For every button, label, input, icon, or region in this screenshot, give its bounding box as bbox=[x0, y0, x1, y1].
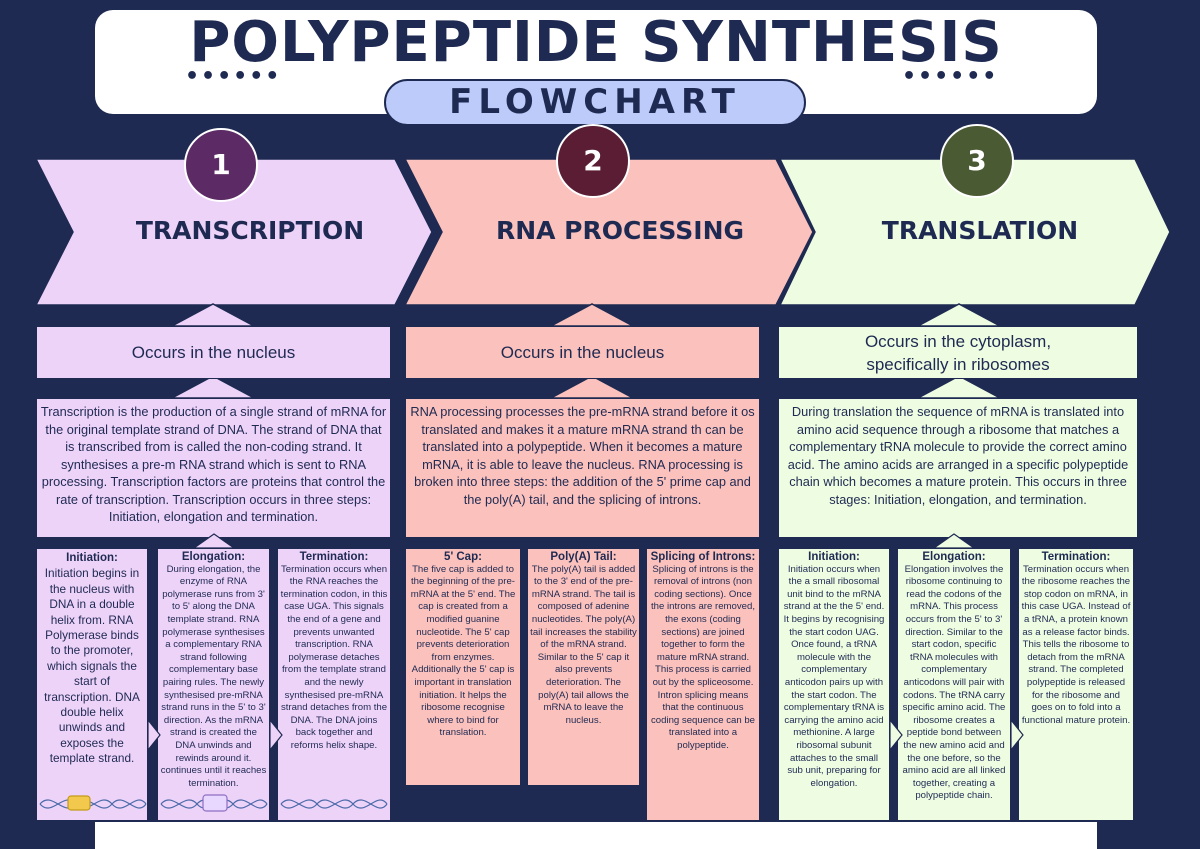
step-box-translation-termination: Termination: Termination occurs when the… bbox=[1018, 548, 1134, 821]
step-title: Elongation: bbox=[922, 551, 986, 563]
step-box-translation-initiation: Initiation: Initiation occurs when the a… bbox=[778, 548, 890, 821]
step-title: Elongation: bbox=[181, 551, 246, 563]
location-text: Occurs in the cytoplasm, specifically in… bbox=[864, 331, 1052, 374]
dna-illustrations bbox=[39, 794, 388, 812]
dna-helix-icon bbox=[280, 799, 388, 809]
stage-title-transcription: TRANSCRIPTION bbox=[135, 216, 365, 245]
page-title: POLYPEPTIDE SYNTHESIS bbox=[189, 10, 1003, 75]
step-title: Poly(A) Tail: bbox=[550, 551, 617, 563]
stage-arrows bbox=[34, 158, 1171, 306]
step-connectors bbox=[147, 533, 1024, 752]
step-title: Termination: bbox=[1041, 551, 1111, 563]
stage-number-3: 3 bbox=[940, 124, 1014, 198]
step-box-transcription-elongation: Elongation: During elongation, the enzym… bbox=[157, 548, 270, 821]
stage-number-1: 1 bbox=[184, 128, 258, 202]
description-box-transcription: Transcription is the production of a sin… bbox=[36, 398, 391, 538]
step-text: Elongation involves the ribosome continu… bbox=[902, 563, 1006, 802]
dna-helix-icon bbox=[39, 795, 147, 811]
step-box-splicing-of-introns: Splicing of Introns: Splicing of introns… bbox=[646, 548, 760, 821]
step-box-transcription-initiation: Initiation: Initiation begins in the nuc… bbox=[36, 548, 148, 821]
subtitle-pill: FLOWCHART bbox=[384, 79, 806, 126]
stage-number-2: 2 bbox=[556, 124, 630, 198]
decorative-dots-left: •••••• bbox=[185, 64, 282, 89]
step-title: Initiation: bbox=[66, 552, 118, 564]
arrow-rna-processing bbox=[403, 158, 814, 306]
location-text: Occurs in the nucleus bbox=[131, 343, 296, 362]
arrow-transcription bbox=[34, 158, 433, 306]
location-box-transcription: Occurs in the nucleus bbox=[36, 326, 391, 379]
step-text: Initiation begins in the nucleus with DN… bbox=[44, 566, 140, 766]
step-box-five-prime-cap: 5' Cap: The five cap is added to the beg… bbox=[405, 548, 521, 786]
connector-triangles bbox=[171, 303, 1001, 399]
decorative-dots-right: •••••• bbox=[902, 64, 999, 89]
step-box-poly-a-tail: Poly(A) Tail: The poly(A) tail is added … bbox=[527, 548, 640, 786]
footer-strip bbox=[95, 822, 1097, 849]
step-text: Termination occurs when the RNA reaches … bbox=[280, 563, 388, 751]
location-box-rna-processing: Occurs in the nucleus bbox=[405, 326, 760, 379]
step-text: The five cap is added to the beginning o… bbox=[410, 563, 516, 739]
stage-title-translation: TRANSLATION bbox=[881, 216, 1079, 245]
description-box-translation: During translation the sequence of mRNA … bbox=[778, 398, 1138, 538]
step-text: During elongation, the enzyme of RNA pol… bbox=[160, 563, 267, 789]
dna-helix-icon bbox=[160, 794, 268, 812]
step-text: Initiation occurs when the a small ribos… bbox=[783, 563, 885, 789]
arrow-translation bbox=[778, 158, 1171, 306]
step-box-transcription-termination: Termination: Termination occurs when the… bbox=[277, 548, 391, 821]
step-text: Termination occurs when the ribosome rea… bbox=[1021, 563, 1131, 726]
location-text: Occurs in the nucleus bbox=[500, 343, 665, 362]
step-text: The poly(A) tail is added to the 3' end … bbox=[530, 563, 637, 726]
step-title: Initiation: bbox=[808, 551, 860, 563]
stage-title-rna-processing: RNA PROCESSING bbox=[495, 216, 745, 245]
step-title: 5' Cap: bbox=[444, 551, 482, 563]
location-box-translation: Occurs in the cytoplasm, specifically in… bbox=[778, 326, 1138, 379]
step-title: Termination: bbox=[299, 551, 369, 563]
step-title: Splicing of Introns: bbox=[650, 551, 756, 563]
step-text: Splicing of introns is the removal of in… bbox=[650, 563, 755, 751]
step-box-translation-elongation: Elongation: Elongation involves the ribo… bbox=[897, 548, 1011, 821]
description-box-rna-processing: RNA processing processes the pre-mRNA st… bbox=[405, 398, 760, 538]
